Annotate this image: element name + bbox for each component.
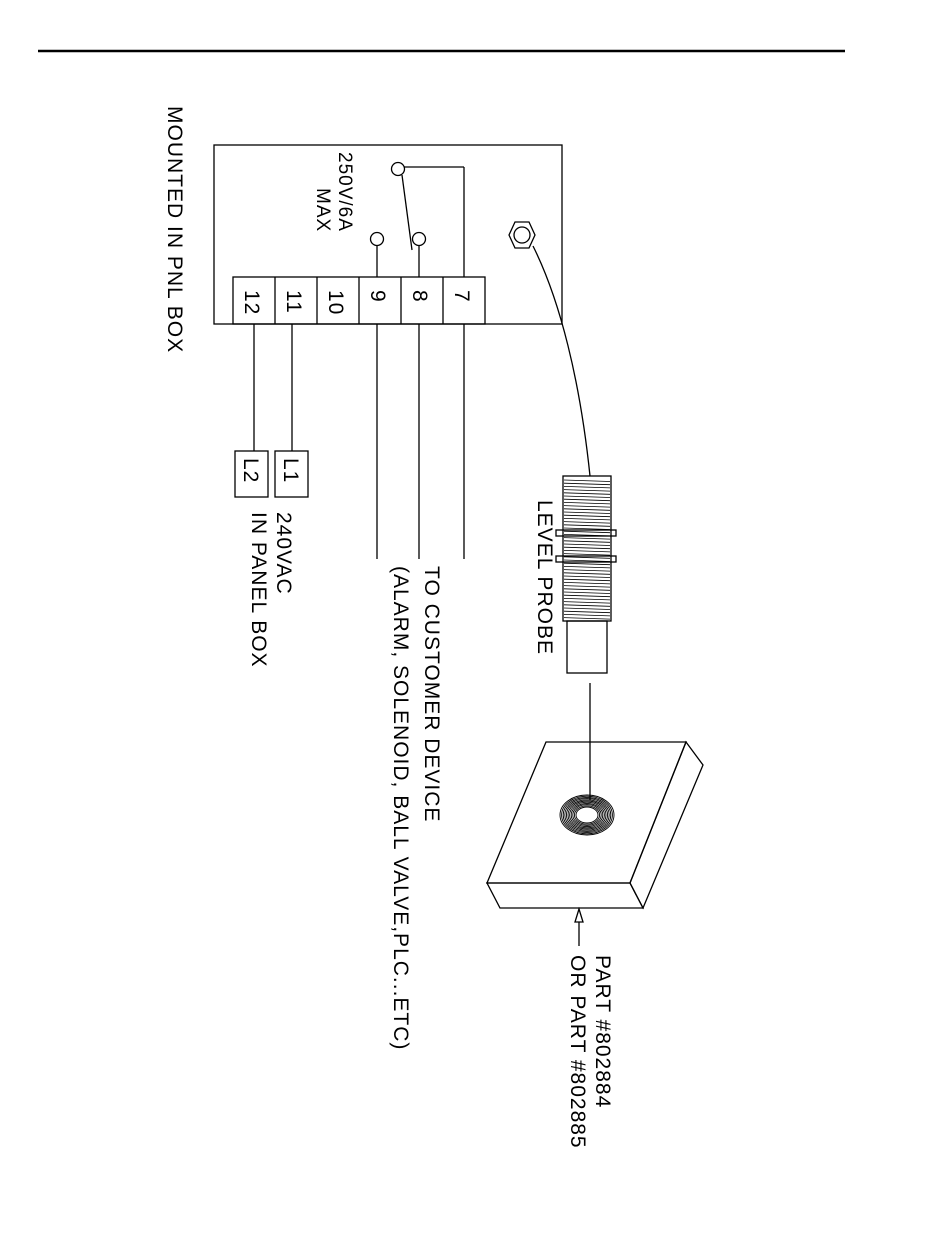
mounting-block: [487, 742, 703, 908]
supply-location: IN PANEL BOX: [247, 512, 270, 668]
terminal-11: 11: [282, 290, 305, 314]
panel-label: MOUNTED IN PNL BOX: [163, 106, 186, 353]
l1-label: L1: [279, 458, 302, 483]
relay-contact-symbol: [371, 163, 465, 278]
supply-voltage: 240VAC: [272, 512, 295, 595]
part-number-1: PART #802884: [591, 955, 614, 1108]
terminal-12: 12: [240, 290, 263, 315]
relay-rating: 250V/6A: [334, 152, 355, 232]
threaded-port: [560, 795, 614, 835]
l2-label: L2: [239, 458, 262, 483]
level-probe: [556, 476, 616, 800]
terminal-10: 10: [324, 290, 347, 315]
part-number-2: OR PART #802885: [566, 955, 589, 1149]
level-probe-label: LEVEL PROBE: [533, 500, 556, 655]
customer-device-examples: (ALARM, SOLENOID, BALL VALVE,PLC...ETC): [389, 566, 412, 1050]
customer-device-label: TO CUSTOMER DEVICE: [420, 566, 443, 822]
probe-threads: [564, 480, 610, 619]
probe-connector-nut: [509, 222, 535, 248]
part-pointer-arrow: [575, 909, 583, 946]
terminal-9: 9: [366, 290, 389, 303]
terminal-8: 8: [408, 290, 431, 303]
relay-rating-max: MAX: [312, 188, 333, 232]
terminal-7: 7: [450, 290, 473, 303]
